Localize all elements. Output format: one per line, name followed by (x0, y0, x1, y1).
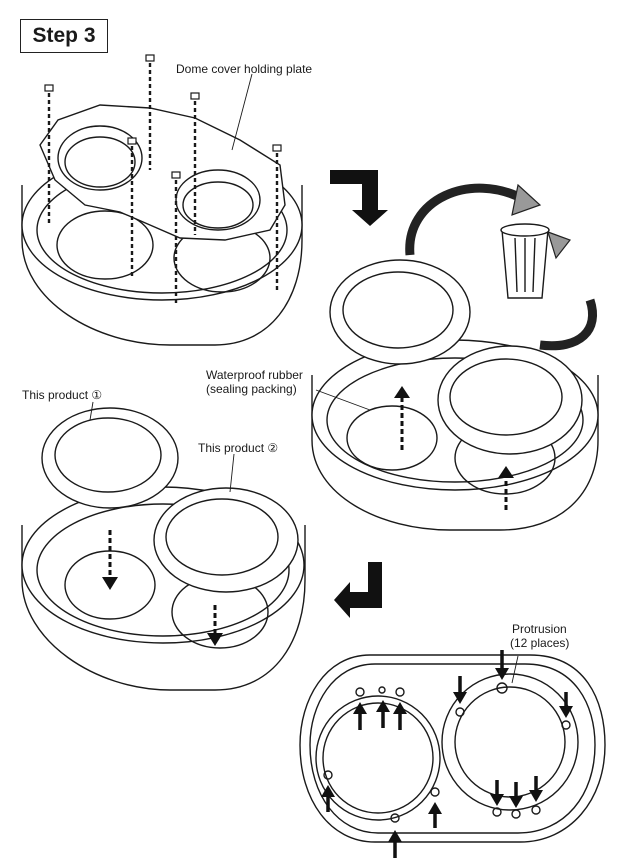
product-2 (153, 487, 299, 593)
screw-icon (272, 144, 282, 290)
discard-arrow-icon (405, 183, 528, 256)
screw-icon (190, 92, 200, 235)
screw-icon (127, 137, 137, 278)
product-2-lifted (437, 345, 583, 455)
this-product-1-label: This product ① (22, 388, 103, 402)
protrusion-icon (323, 682, 571, 823)
panel-remove-holding-plate (21, 73, 303, 346)
dome-cover-holding-plate-label: Dome cover holding plate (176, 62, 313, 76)
protrusion-count-label: (12 places) (510, 636, 570, 650)
screw-icon (171, 171, 181, 305)
panel-install-products (21, 401, 306, 691)
panel-remove-products (311, 183, 599, 531)
product-2-plate (441, 673, 579, 811)
step-arrow-left-icon (334, 562, 382, 618)
protrusion-arrows (321, 650, 573, 858)
screw-icon (44, 84, 54, 225)
product-1-opening (315, 695, 441, 821)
step-title: Step 3 (20, 19, 108, 53)
sealing-packing-label: (sealing packing) (206, 382, 297, 396)
product-1 (41, 407, 179, 509)
step-arrow-down-icon (330, 170, 388, 226)
protrusion-label: Protrusion (512, 622, 567, 636)
trash-can-icon (500, 223, 550, 299)
lift-arrows (394, 386, 514, 510)
return-arrow-icon (539, 298, 598, 351)
panel-protrusions-top-view (299, 654, 606, 843)
screw-icon (145, 54, 155, 170)
this-product-2-label: This product ② (198, 441, 279, 455)
install-arrows (102, 530, 223, 646)
product-1-lifted (329, 259, 471, 365)
screws-group (44, 54, 282, 305)
waterproof-rubber-label: Waterproof rubber (206, 368, 303, 382)
